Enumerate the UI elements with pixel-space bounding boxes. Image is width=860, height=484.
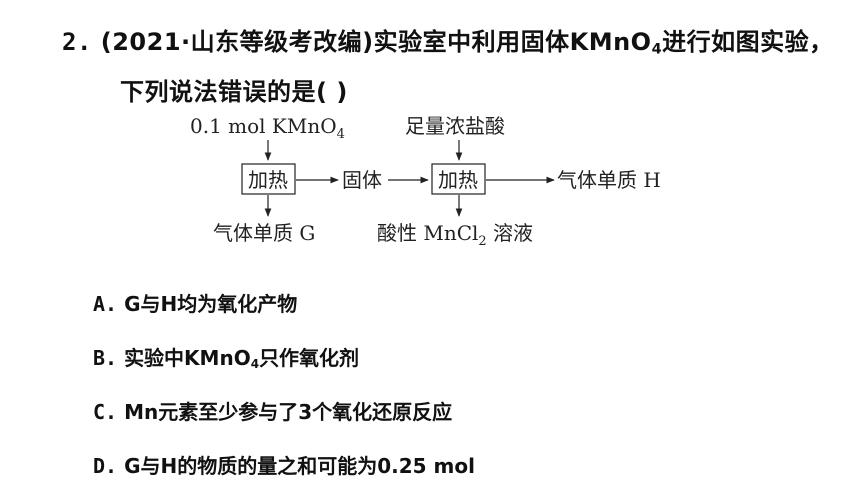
option-d[interactable]: D. G与H的物质的量之和可能为0.25 mol: [93, 450, 475, 479]
option-b-subscript: 4: [250, 357, 260, 371]
question-stem-line2: 下列说法错误的是( ): [120, 78, 348, 106]
question-stem-part2: 进行如图实验，: [662, 28, 834, 56]
option-c-letter: C.: [93, 400, 118, 424]
heat-box-2-label: 加热: [438, 168, 478, 192]
option-b-text-part1: 实验中KMnO: [124, 346, 251, 370]
question-line-2: 下列说法错误的是( ): [120, 72, 348, 107]
option-d-letter: D.: [93, 454, 118, 478]
heat-box-2: [431, 163, 486, 195]
option-c-text: Mn元素至少参与了3个氧化还原反应: [124, 400, 453, 424]
solid-label: 固体: [342, 168, 382, 192]
option-b-text-part2: 只作氧化剂: [259, 346, 360, 370]
reagent-kmno4-label: 0.1 mol KMnO4: [190, 114, 345, 142]
option-b[interactable]: B. 实验中KMnO4只作氧化剂: [93, 342, 359, 371]
reagent-hcl-label: 足量浓盐酸: [405, 114, 505, 138]
question-stem-subscript: 4: [651, 41, 663, 58]
question-number: 2.: [62, 28, 92, 56]
heat-box-1: [241, 163, 296, 195]
gas-g-label: 气体单质 G: [213, 221, 315, 245]
option-d-text: G与H的物质的量之和可能为0.25 mol: [124, 454, 475, 478]
option-a[interactable]: A. G与H均为氧化产物: [93, 288, 297, 317]
option-c[interactable]: C. Mn元素至少参与了3个氧化还原反应: [93, 396, 452, 425]
option-a-text: G与H均为氧化产物: [124, 292, 298, 316]
option-b-letter: B.: [93, 346, 118, 370]
option-a-letter: A.: [93, 292, 118, 316]
mncl2-solution-label: 酸性 MnCl2 溶液: [377, 221, 533, 249]
gas-h-label: 气体单质 H: [557, 168, 661, 192]
question-line-1: 2. (2021·山东等级考改编)实验室中利用固体KMnO4进行如图实验，: [62, 22, 834, 58]
question-stem-part1: (2021·山东等级考改编)实验室中利用固体KMnO: [100, 28, 652, 56]
heat-box-1-label: 加热: [248, 168, 288, 192]
